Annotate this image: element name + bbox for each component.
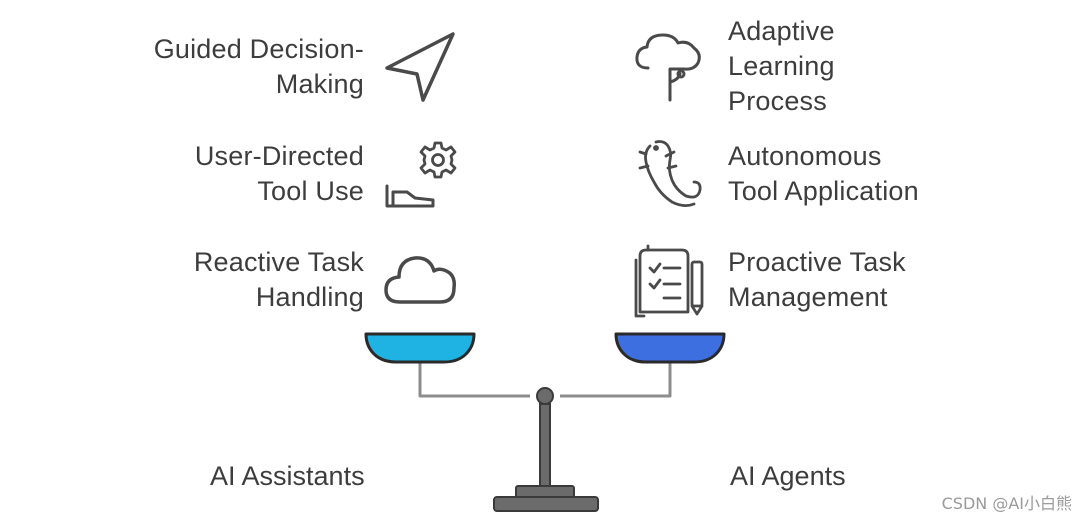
label-line: Process	[728, 86, 827, 116]
label-line: Autonomous	[728, 141, 882, 171]
label-line: Tool Application	[728, 176, 919, 206]
left-caption: AI Assistants	[210, 461, 365, 491]
label-line: Proactive Task	[728, 247, 906, 277]
watermark: CSDN @AI小白熊	[941, 494, 1072, 513]
label-line: Management	[728, 282, 888, 312]
label-line: Learning	[728, 51, 835, 81]
label-line: Guided Decision-	[153, 34, 364, 64]
left-item-reactive-task-handling: Reactive Task Handling	[194, 245, 364, 315]
left-item-guided-decision-making: Guided Decision- Making	[154, 32, 364, 102]
right-item-autonomous-tool-application: Autonomous Tool Application	[728, 139, 919, 209]
hand-tray-icon	[385, 182, 437, 210]
left-pan	[364, 332, 476, 364]
right-caption: AI Agents	[730, 461, 846, 491]
label-line: Tool Use	[257, 176, 364, 206]
brain-tree-icon	[634, 30, 706, 102]
right-item-proactive-task-management: Proactive Task Management	[728, 245, 906, 315]
cloud-icon	[384, 254, 458, 306]
right-pan	[614, 332, 726, 364]
right-item-adaptive-learning-process: Adaptive Learning Process	[728, 14, 835, 119]
scale-pivot	[536, 387, 554, 405]
navigation-arrow-icon	[383, 30, 459, 106]
scale-base-bottom	[493, 496, 599, 512]
gear-icon	[418, 140, 458, 180]
label-line: Making	[275, 69, 364, 99]
label-line: Adaptive	[728, 16, 835, 46]
left-hanger	[418, 356, 530, 398]
left-item-user-directed-tool-use: User-Directed Tool Use	[195, 139, 364, 209]
label-line: Handling	[255, 282, 364, 312]
label-line: User-Directed	[194, 141, 364, 171]
scale-pole	[539, 403, 551, 489]
clipboard-checklist-icon	[632, 244, 708, 318]
salamander-icon	[636, 138, 706, 210]
right-hanger	[560, 356, 672, 398]
label-line: Reactive Task	[193, 247, 364, 277]
